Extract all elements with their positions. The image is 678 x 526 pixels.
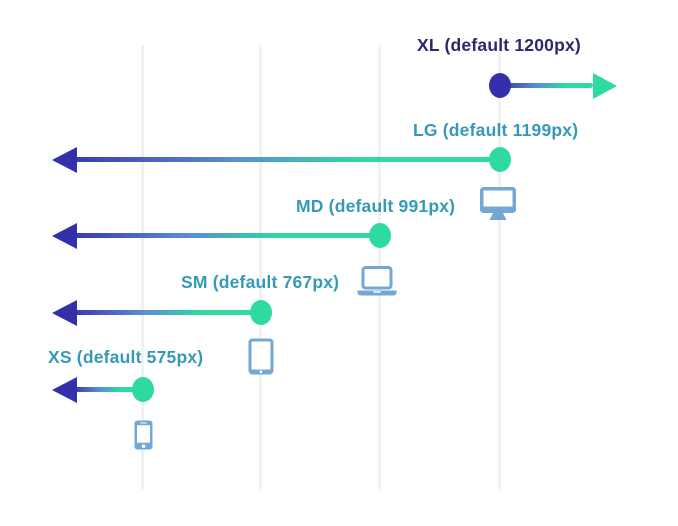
gridline (259, 45, 262, 489)
breakpoint-arrow-xl (500, 83, 593, 88)
arrowhead-left-icon (52, 223, 77, 249)
breakpoint-label-lg: LG (default 1199px) (413, 120, 579, 140)
arrowhead-right-icon (593, 73, 617, 99)
breakpoint-arrow-xs (74, 387, 143, 392)
arrow-origin-dot-xs (132, 377, 154, 402)
arrowhead-left-icon (52, 377, 77, 403)
breakpoint-arrow-lg (74, 157, 500, 162)
arrowhead-left-icon (52, 147, 77, 173)
breakpoint-label-sm: SM (default 767px) (181, 272, 340, 292)
gridline (498, 45, 501, 489)
arrow-origin-dot-xl (489, 73, 511, 98)
breakpoint-label-md: MD (default 991px) (296, 196, 456, 216)
breakpoint-label-xs: XS (default 575px) (48, 347, 204, 367)
arrow-origin-dot-md (369, 223, 391, 248)
arrowhead-left-icon (52, 300, 77, 326)
breakpoint-arrow-md (74, 233, 380, 238)
laptop-icon (356, 266, 398, 297)
arrow-origin-dot-sm (250, 300, 272, 325)
breakpoint-arrow-sm (74, 310, 261, 315)
gridline (141, 45, 144, 489)
desktop-monitor-icon (479, 186, 517, 222)
smartphone-icon (134, 420, 153, 450)
tablet-icon (248, 338, 274, 375)
arrow-origin-dot-lg (489, 147, 511, 172)
breakpoint-label-xl: XL (default 1200px) (417, 35, 581, 55)
